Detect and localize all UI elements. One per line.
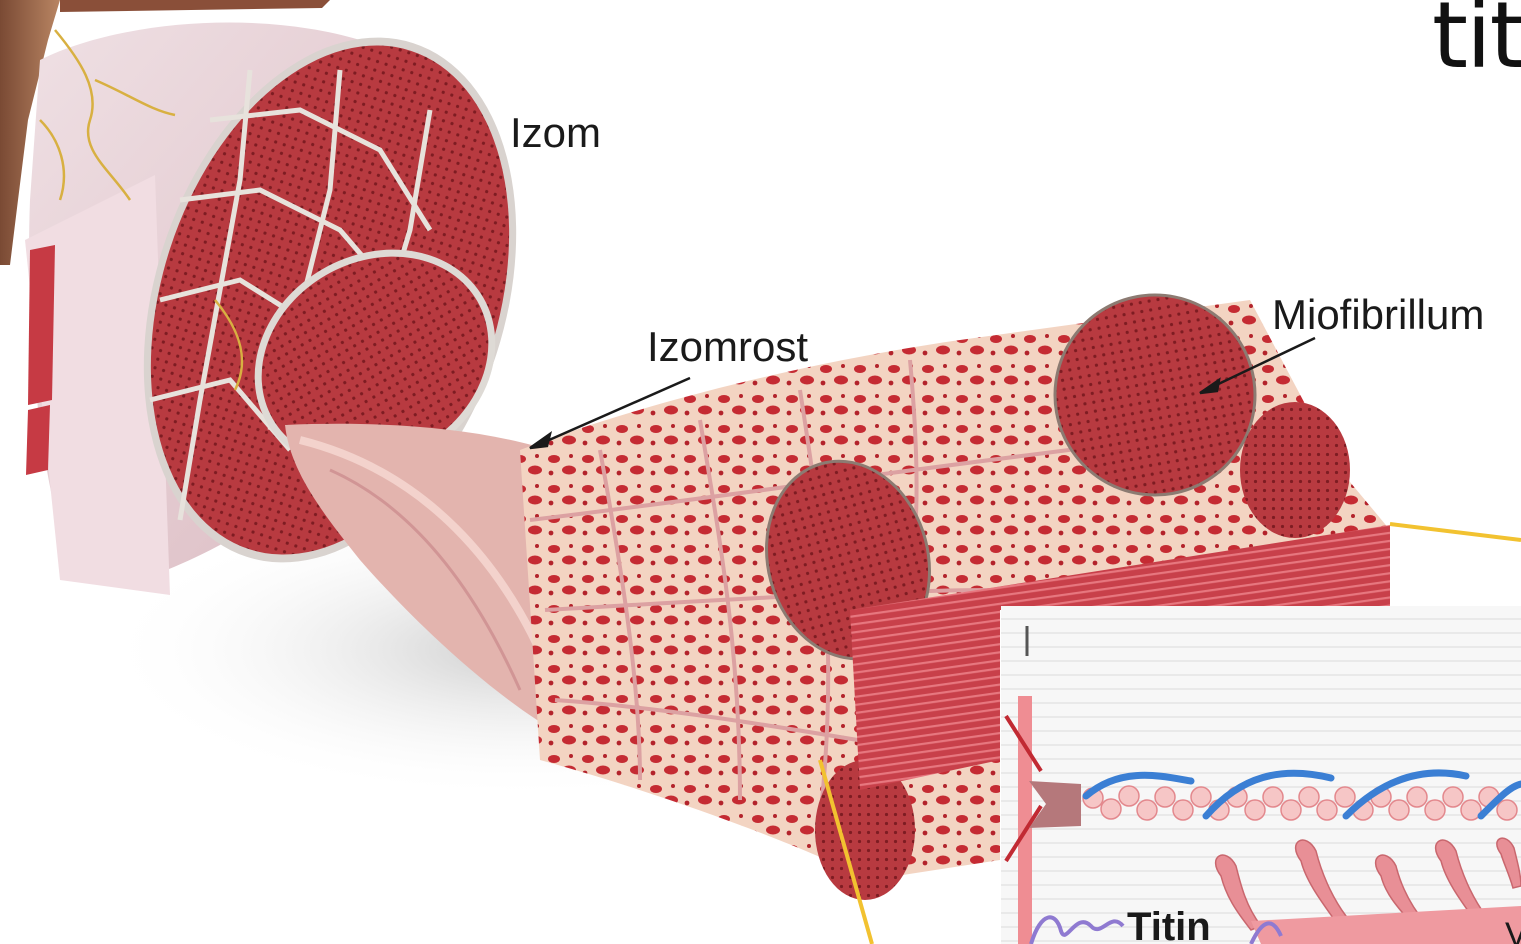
sarcomere-diagram (1001, 606, 1521, 944)
label-izom: Izom (510, 112, 601, 154)
thick-filament (1251, 906, 1521, 944)
capping-protein (1029, 781, 1081, 828)
slide-title-fragment: tit (1432, 0, 1521, 89)
actin-filament (1083, 773, 1521, 820)
label-izomrost: Izomrost (647, 326, 808, 368)
sarcomere-inset: Titin V (1001, 606, 1521, 944)
label-miofibrillum: Miofibrillum (1272, 294, 1484, 336)
titin-spring (1031, 917, 1123, 944)
label-inset-fragment: V (1505, 916, 1521, 944)
label-titin: Titin (1127, 905, 1211, 944)
